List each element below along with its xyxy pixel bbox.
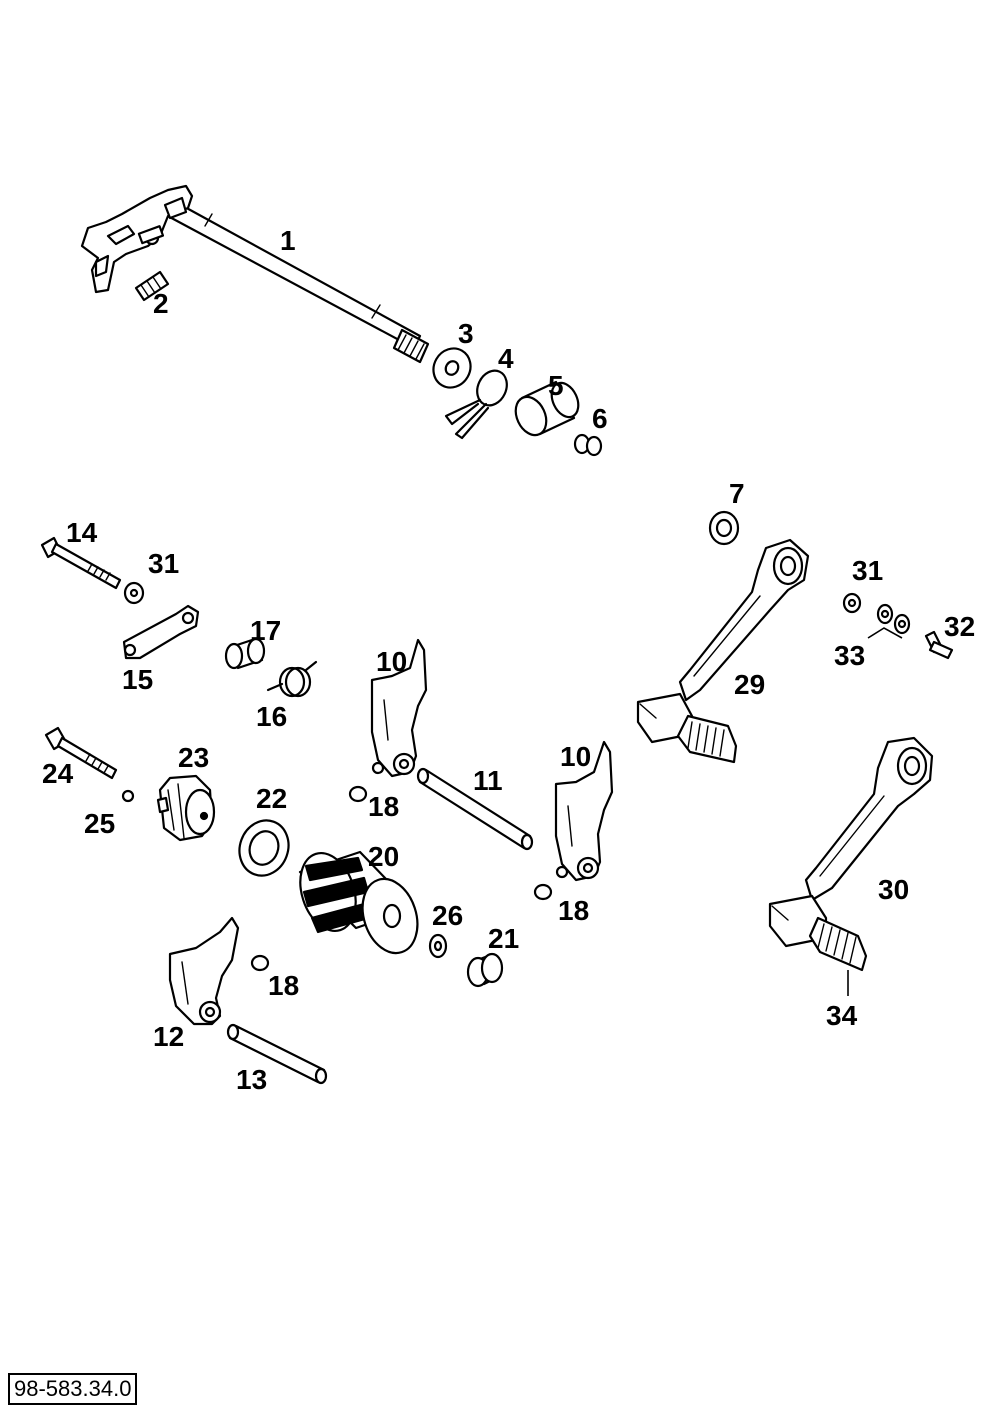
torsion-spring-icon [266, 660, 318, 698]
callout-7: 7 [729, 478, 745, 509]
callout-26: 26 [432, 900, 463, 931]
callout-10: 10 [560, 741, 591, 772]
shift-lever-icon [636, 538, 810, 764]
callout-4: 4 [498, 343, 514, 374]
callout-24: 24 [42, 758, 74, 789]
callout-22: 22 [256, 783, 287, 814]
callout-17: 17 [250, 615, 281, 646]
callout-6: 6 [592, 403, 608, 434]
callout-33: 33 [834, 640, 865, 671]
washer-icon [123, 581, 145, 605]
bolt-icon [44, 726, 118, 780]
callout-5: 5 [548, 370, 564, 401]
sleeve-icon [224, 637, 266, 670]
callout-18: 18 [368, 791, 399, 822]
roller-icon [250, 954, 270, 972]
shift-shaft-icon [80, 184, 430, 364]
seal-ring-icon [708, 510, 740, 546]
callout-2: 2 [153, 288, 169, 319]
bolt-icon [924, 630, 954, 660]
callout-16: 16 [256, 701, 287, 732]
shift-fork-icon [370, 638, 428, 778]
callout-31: 31 [852, 555, 883, 586]
washer-icon [876, 603, 911, 635]
bushing-icon [514, 380, 580, 437]
callout-30: 30 [878, 874, 909, 905]
shift-drum-locator-icon [156, 774, 216, 842]
callout-18: 18 [268, 970, 299, 1001]
washer-icon [842, 592, 862, 614]
document-number: 98-583.34.0 [8, 1373, 138, 1405]
callout-31: 31 [148, 548, 179, 579]
callout-15: 15 [122, 664, 153, 695]
roller-icon [348, 785, 368, 803]
roller-icon [533, 883, 553, 901]
callout-12: 12 [153, 1021, 184, 1052]
fork-rod-icon [226, 1023, 328, 1085]
callout-18: 18 [558, 895, 589, 926]
pin-icon [121, 789, 135, 803]
bearing-ring-icon [466, 952, 504, 988]
spring-clip-icon [444, 369, 508, 440]
oring-icon [573, 433, 603, 457]
callout-labels: 1234567101011121314151617181818202122232… [42, 225, 975, 1095]
callout-10: 10 [376, 646, 407, 677]
callout-23: 23 [178, 742, 209, 773]
callout-25: 25 [84, 808, 115, 839]
shift-lever-icon [768, 736, 934, 948]
fork-rod-icon [416, 767, 534, 851]
locking-lever-icon [122, 604, 200, 660]
callout-34: 34 [826, 1000, 858, 1031]
callout-13: 13 [236, 1064, 267, 1095]
bolt-icon [40, 536, 122, 590]
shift-fork-icon [168, 916, 240, 1026]
washer-icon [428, 933, 448, 959]
spring-icon [134, 270, 170, 302]
callout-21: 21 [488, 923, 519, 954]
callout-32: 32 [944, 611, 975, 642]
callout-11: 11 [473, 765, 503, 796]
shift-lever-rubber-icon [808, 916, 868, 972]
callout-14: 14 [66, 517, 98, 548]
bearing-icon [238, 819, 290, 877]
callout-20: 20 [368, 841, 399, 872]
shift-drum-icon [298, 850, 419, 955]
callout-1: 1 [280, 225, 296, 256]
callout-3: 3 [458, 318, 474, 349]
washer-icon [432, 347, 472, 389]
shift-fork-icon [554, 740, 614, 882]
callout-29: 29 [734, 669, 765, 700]
leader-line-33 [867, 627, 903, 639]
